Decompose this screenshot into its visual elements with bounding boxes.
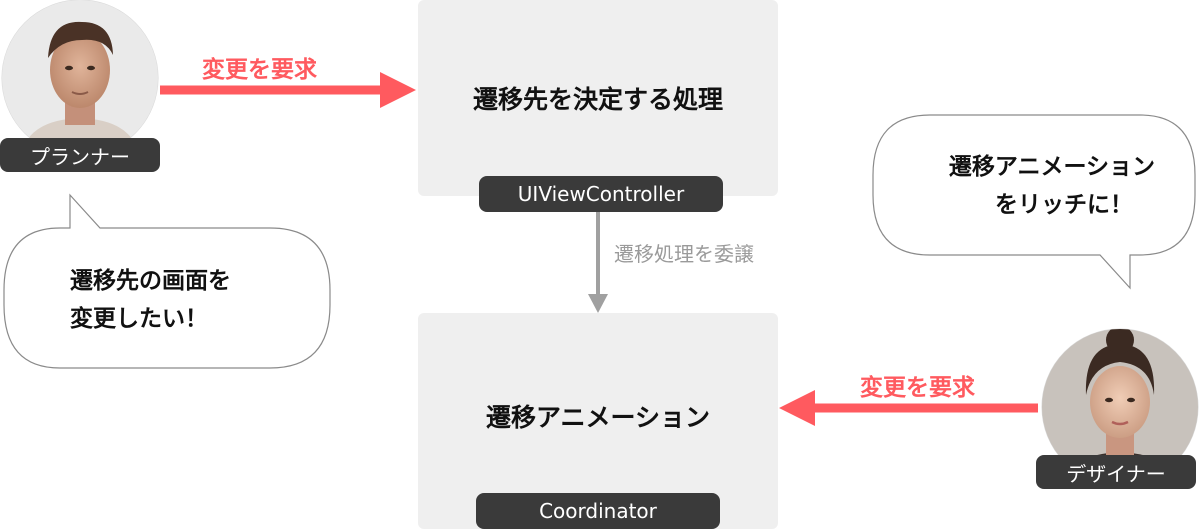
designer-speech-bubble <box>872 114 1196 290</box>
designer-speech-line-2: をリッチに！ <box>995 192 1133 218</box>
process-bottom-title: 遷移アニメーション <box>485 403 710 432</box>
planner-request-arrow <box>160 72 416 108</box>
planner-speech-bubble <box>3 193 331 369</box>
process-top-tag: UIViewController <box>479 176 723 212</box>
planner-role-tag: プランナー <box>0 138 160 172</box>
delegate-arrow <box>588 212 608 313</box>
planner-avatar <box>1 0 159 157</box>
process-top-title: 遷移先を決定する処理 <box>472 85 723 114</box>
designer-request-label: 変更を要求 <box>860 375 975 401</box>
planner-request-label: 変更を要求 <box>202 57 317 83</box>
designer-request-arrow <box>779 390 1038 426</box>
delegate-label: 遷移処理を委譲 <box>614 242 754 266</box>
process-bottom-tag: Coordinator <box>476 493 720 529</box>
process-box-top: 遷移先を決定する処理 <box>418 0 778 196</box>
planner-speech-text: 遷移先の画面を 変更したい！ <box>70 262 231 338</box>
planner-speech-line-2: 変更したい！ <box>70 306 208 332</box>
designer-speech-line-1: 遷移アニメーション <box>948 154 1155 180</box>
designer-role-tag: デザイナー <box>1036 455 1196 489</box>
designer-speech-text: 遷移アニメーション をリッチに！ <box>915 148 1155 224</box>
planner-speech-line-1: 遷移先の画面を <box>70 268 231 294</box>
